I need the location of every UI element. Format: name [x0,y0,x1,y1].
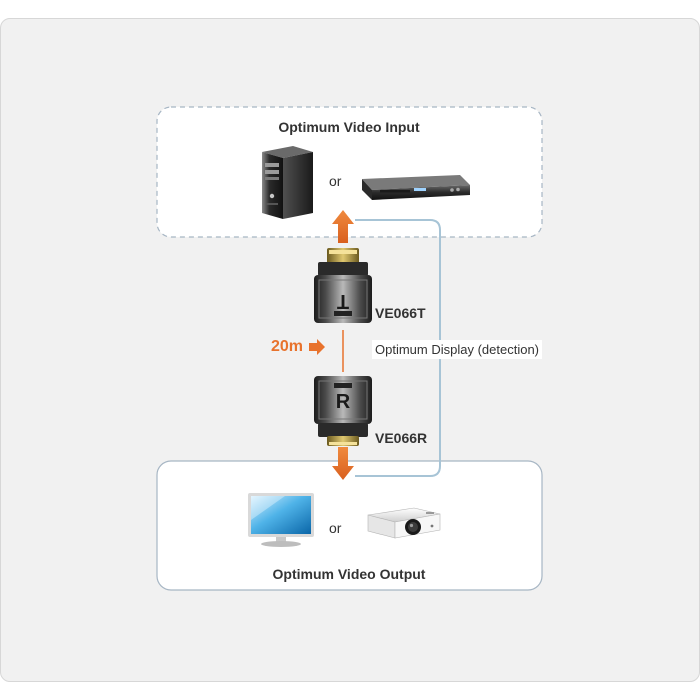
input-box-title: Optimum Video Input [278,119,420,135]
receiver-adapter-icon: R [314,376,372,446]
transmitter-label: VE066T [375,305,426,321]
dvd-player-icon [362,175,470,200]
arrow-up-icon [332,210,354,243]
svg-text:T: T [337,290,349,312]
output-or-label: or [329,520,342,536]
pc-tower-icon [262,146,313,219]
receiver-label: VE066R [375,430,428,446]
input-box [156,106,543,238]
projector-icon [367,507,441,539]
distance-arrow-icon [309,339,325,355]
input-or-label: or [329,173,342,189]
arrow-down-icon [332,447,354,480]
lcd-monitor-icon [248,493,314,547]
distance-label: 20m [271,338,304,355]
svg-text:R: R [336,391,351,413]
feedback-label: Optimum Display (detection) [372,340,542,359]
output-box-title: Optimum Video Output [272,566,426,582]
transmitter-adapter-icon: T [314,248,372,323]
